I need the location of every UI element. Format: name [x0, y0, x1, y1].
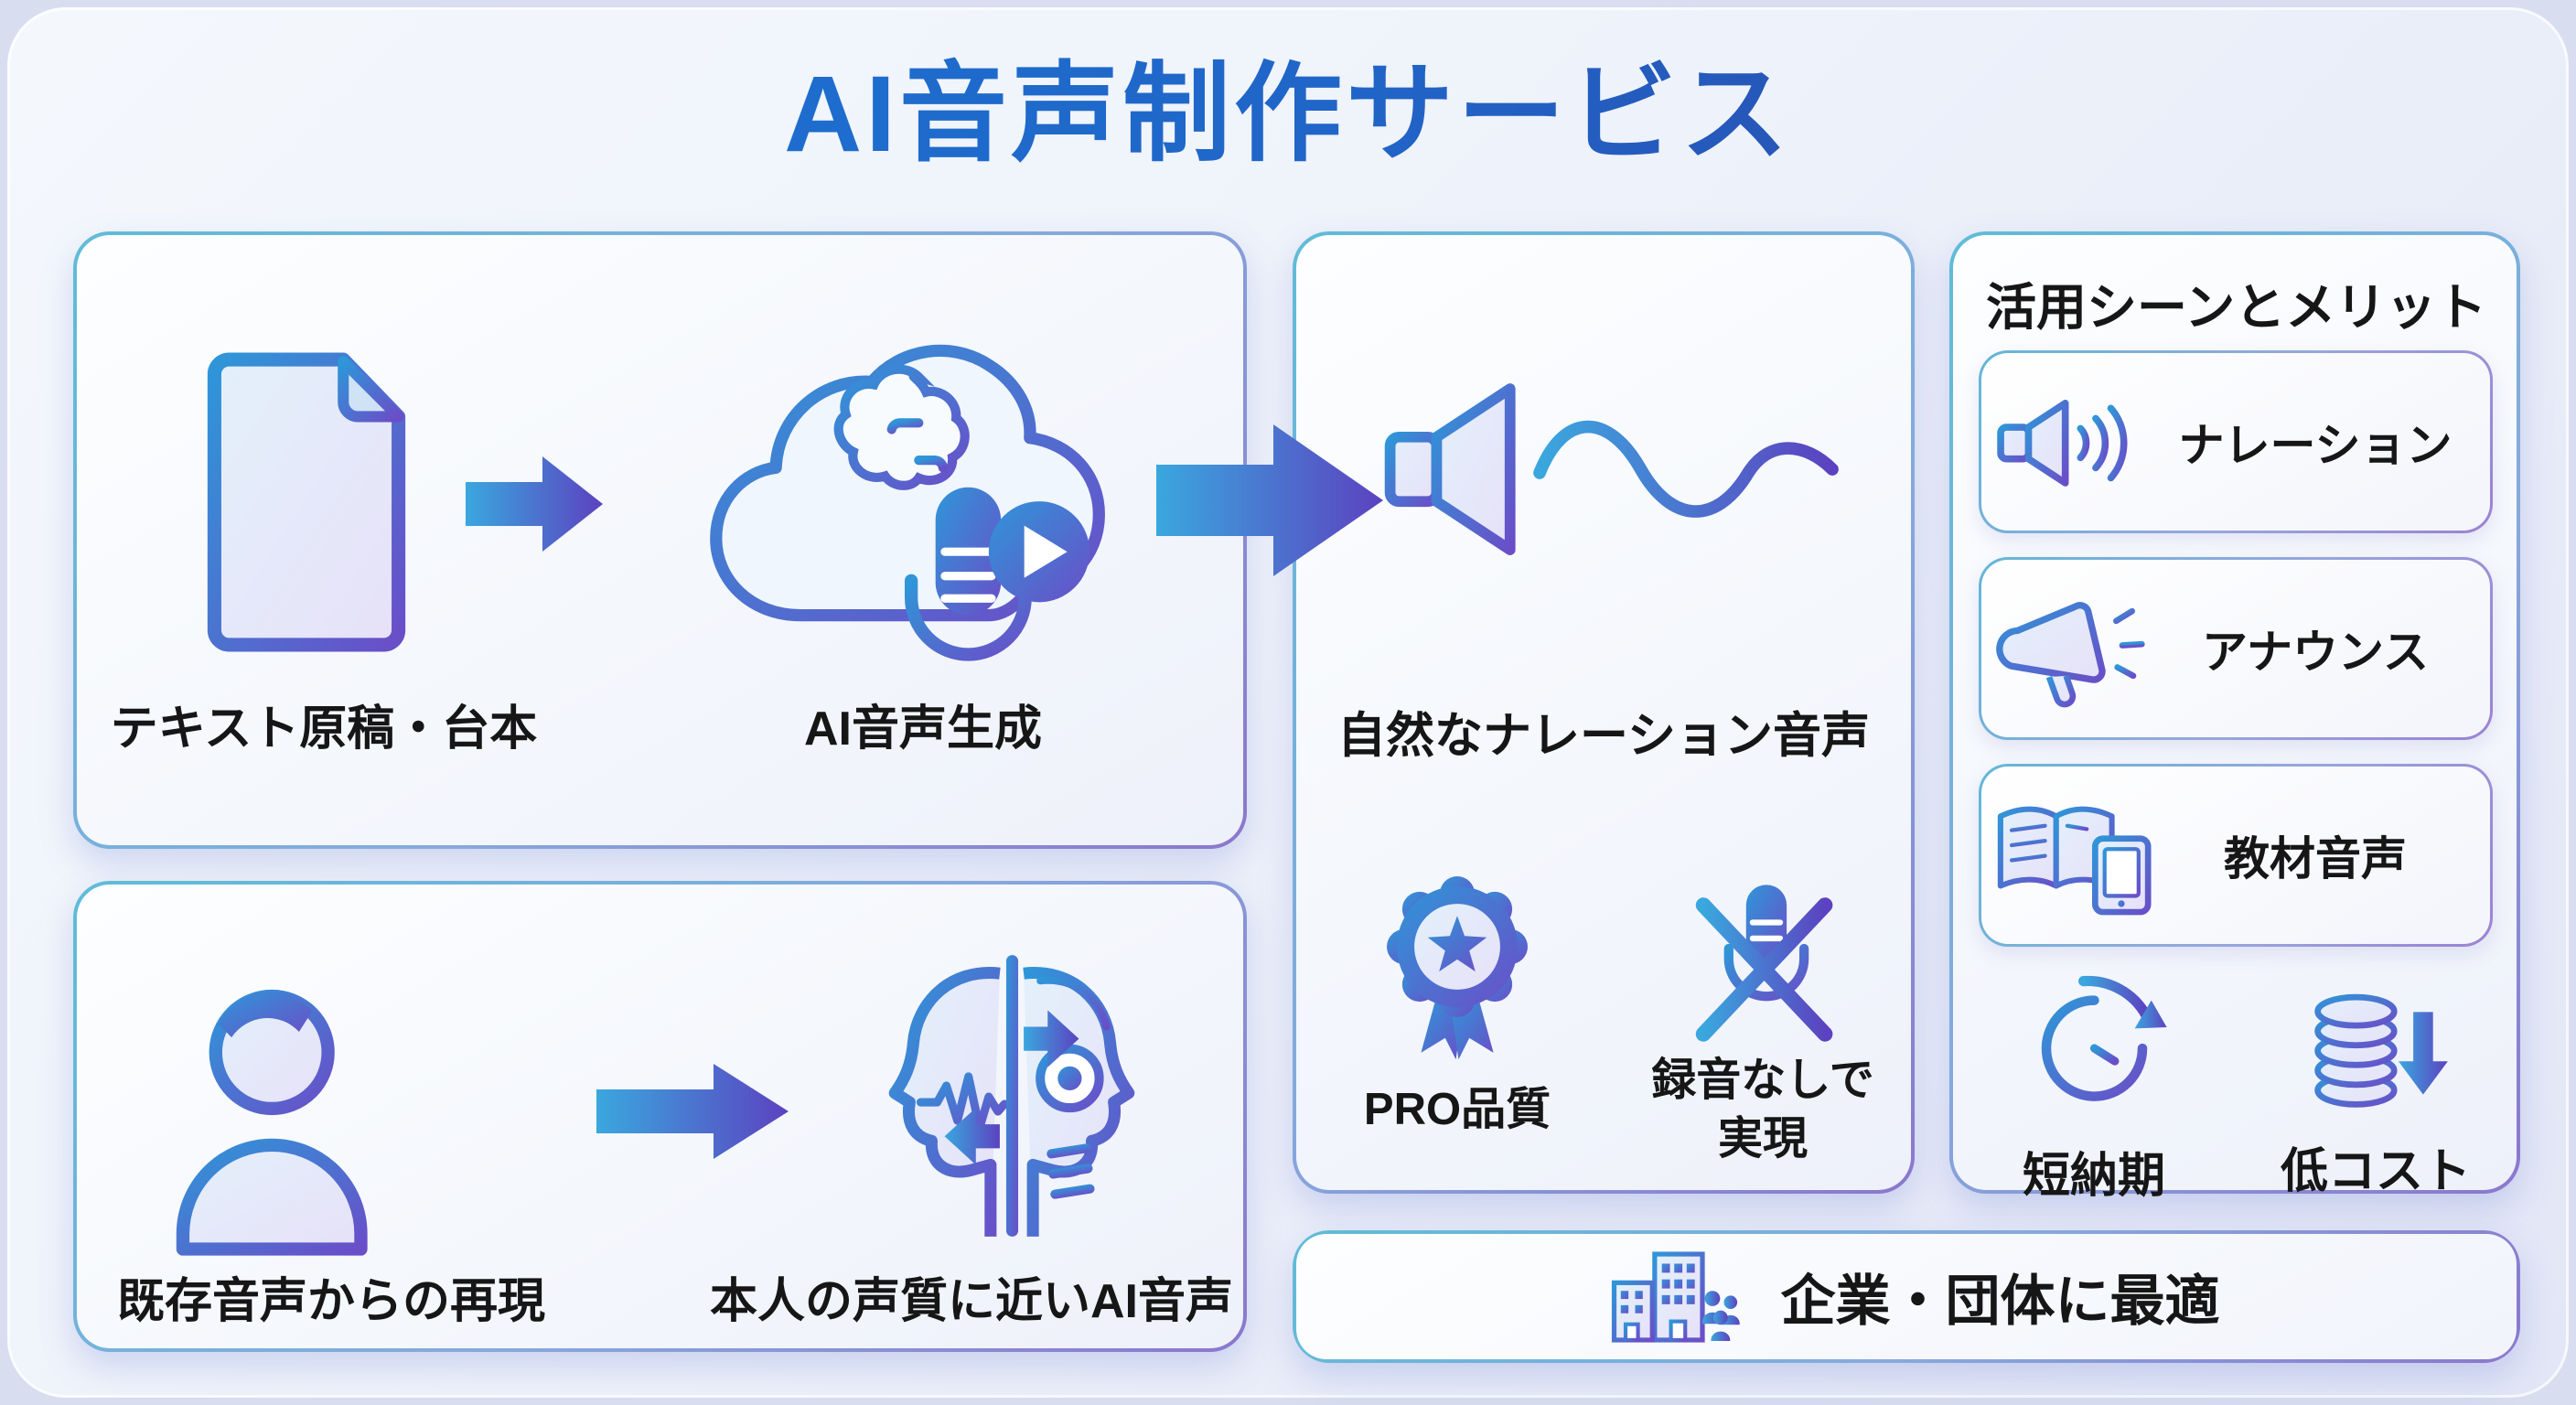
merit-label: 短納期 — [2022, 1150, 2165, 1203]
fast-turnaround-clock-icon — [2041, 975, 2167, 1101]
organization-buildings-icon — [1603, 1250, 1740, 1343]
footer-label: 企業・団体に最適 — [1780, 1271, 2220, 1332]
infographic-page: AI音声制作サービス — [7, 7, 2569, 1398]
scene-item-narration: ナレーション — [1979, 350, 2493, 533]
voice-clone-card: 既存音声からの再現 本人の声質に近いAI音声 — [73, 881, 1247, 1352]
human-ai-face-swap-icon — [888, 955, 1135, 1237]
merit-item-fast-turnaround: 短納期 — [1953, 963, 2235, 1206]
microphone-icon — [904, 487, 1032, 691]
tts-input-label: テキスト原稿・台本 — [110, 702, 538, 756]
scene-label: アナウンス — [2202, 627, 2429, 678]
output-label: 自然なナレーション音声 — [1337, 709, 1870, 763]
scene-label: 教材音声 — [2224, 833, 2407, 885]
speaker-icon — [1997, 399, 2128, 487]
tts-process-label: AI音声生成 — [803, 702, 1043, 756]
scene-item-learning-audio: 教材音声 — [1979, 764, 2493, 947]
clone-output-label: 本人の声質に近いAI音声 — [709, 1275, 1234, 1328]
scene-label: ナレーション — [2178, 420, 2453, 471]
book-tablet-icon — [1997, 806, 2152, 916]
megaphone-icon — [1996, 601, 2145, 707]
ai-cloud-voice-icon — [710, 344, 1105, 691]
arrow-right-icon — [596, 1064, 789, 1159]
scene-item-announcement: アナウンス — [1979, 557, 2493, 740]
organization-footer-card: 企業・団体に最適 — [1293, 1230, 2520, 1363]
no-recording-icon — [1695, 885, 1833, 1042]
feature-no-recording-label: 録音なしで実現 — [1651, 1056, 1874, 1164]
merit-item-low-cost: 低コスト — [2235, 963, 2517, 1201]
quality-badge-icon — [1387, 876, 1528, 1060]
clone-input-label: 既存音声からの再現 — [116, 1275, 546, 1328]
natural-voice-output-card: 自然なナレーション音声 — [1293, 231, 1915, 1194]
speaker-soundwave-icon — [1384, 383, 1839, 555]
benefits-header: 活用シーンとメリット — [1986, 279, 2487, 336]
waveform-icon — [722, 447, 929, 617]
page-title: AI音声制作サービス — [7, 26, 2569, 182]
person-voice-icon — [176, 989, 539, 1256]
text-to-speech-card: テキスト原稿・台本 AI音声生成 — [73, 231, 1247, 849]
benefits-card: 活用シーンとメリット ナレー — [1949, 231, 2520, 1203]
arrow-right-icon — [466, 456, 603, 552]
document-icon — [207, 352, 406, 652]
low-cost-coins-icon — [2314, 993, 2448, 1108]
brain-icon — [833, 364, 970, 516]
arrow-right-icon — [1156, 424, 1383, 576]
merit-label: 低コスト — [2280, 1145, 2471, 1198]
play-icon — [988, 501, 1090, 603]
feature-pro-quality-label: PRO品質 — [1363, 1085, 1551, 1134]
